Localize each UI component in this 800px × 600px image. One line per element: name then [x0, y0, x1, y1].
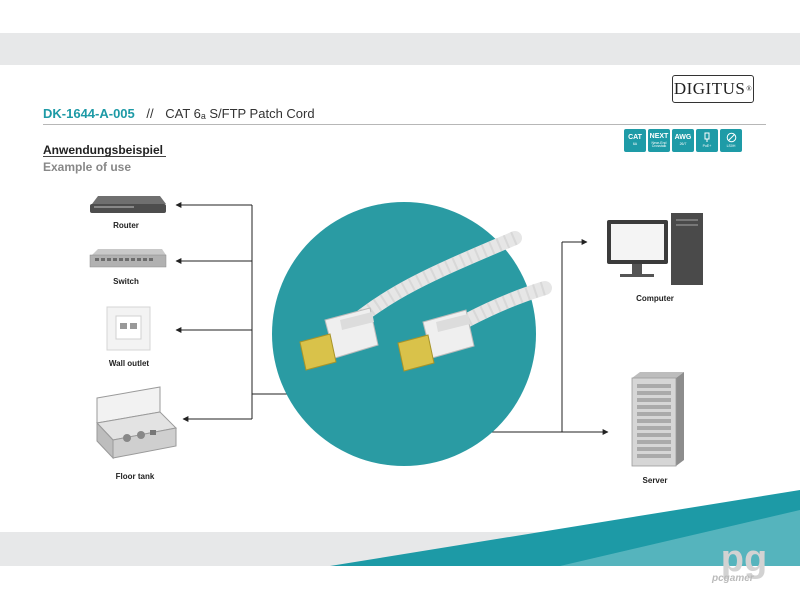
floor-tank-icon	[96, 386, 178, 460]
title-separator: //	[146, 106, 154, 121]
label-router: Router	[113, 221, 139, 230]
poe-badge: PoE+	[696, 129, 718, 152]
halogen-free-icon	[726, 132, 736, 143]
server-icon	[631, 372, 684, 467]
wall-outlet-icon	[106, 306, 151, 351]
ls0h-badge: LS0H	[720, 129, 742, 152]
label-computer: Computer	[636, 294, 674, 303]
top-band	[0, 33, 800, 65]
label-floor-tank: Floor tank	[115, 472, 155, 481]
rj45-plug-left	[299, 307, 379, 371]
section-title-en: Example of use	[43, 160, 132, 174]
product-code: DK-1644-A-005	[43, 106, 135, 121]
page-title: DK-1644-A-005 // CAT 6ₐ S/FTP Patch Cord	[43, 106, 315, 121]
watermark-text: pcgamer	[712, 573, 754, 584]
label-wall-outlet: Wall outlet	[108, 359, 150, 368]
label-server: Server	[642, 476, 668, 485]
plug-icon	[704, 132, 710, 143]
switch-icon	[89, 249, 167, 268]
rj45-plug-right	[397, 309, 475, 372]
watermark-logo: pg	[721, 538, 767, 580]
computer-icon	[607, 213, 703, 285]
product-name: CAT 6ₐ S/FTP Patch Cord	[165, 106, 315, 121]
label-switch: Switch	[113, 277, 139, 286]
title-rule	[43, 124, 766, 125]
brand-logo: DIGITUS®	[672, 75, 754, 103]
section-title-de: Anwendungsbeispiel	[43, 143, 164, 157]
svg-text:pg: pg	[721, 538, 767, 580]
section-underline	[43, 156, 166, 157]
patch-cord-illustration	[272, 202, 552, 466]
router-icon	[90, 196, 166, 213]
